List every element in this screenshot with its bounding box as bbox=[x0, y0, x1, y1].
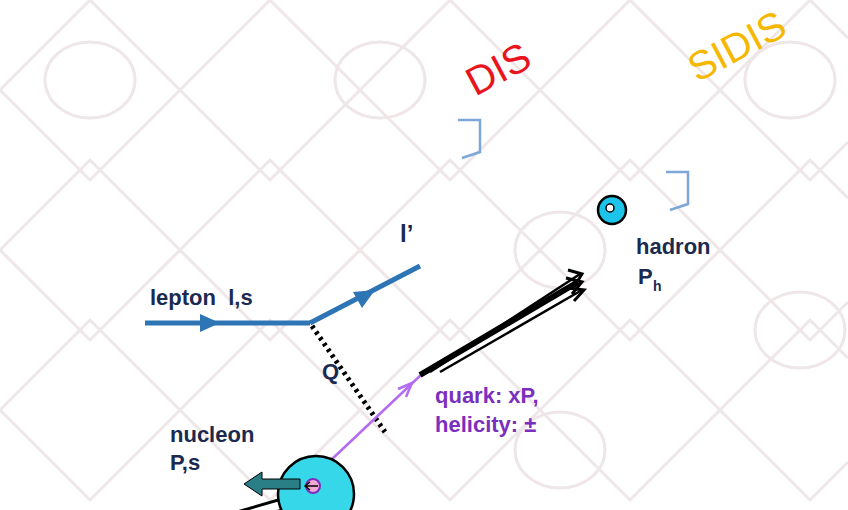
subscript: h bbox=[653, 279, 662, 293]
section-label: SIDIS bbox=[681, 4, 792, 88]
quark-spin-arrow bbox=[305, 482, 318, 490]
nucleon-spin-arrow bbox=[244, 472, 300, 496]
outgoing-lepton bbox=[310, 266, 420, 323]
virtual-photon bbox=[312, 326, 385, 432]
quark-label: helicity: ± bbox=[435, 414, 536, 436]
hadron-circle bbox=[598, 196, 626, 224]
quark-dot bbox=[306, 479, 320, 493]
lepton-label: l’ bbox=[400, 222, 413, 246]
dis-bracket bbox=[458, 120, 480, 158]
photon-label: Q bbox=[322, 361, 339, 383]
nucleon-label: P,s bbox=[170, 452, 200, 474]
lepton-arrowhead bbox=[200, 314, 220, 332]
hadron-core bbox=[606, 204, 614, 212]
quark-label: quark: xP, bbox=[435, 385, 539, 407]
sidis-bracket bbox=[666, 172, 688, 210]
section-label: DIS bbox=[459, 35, 537, 102]
lepton-label: lepton l,s bbox=[150, 287, 253, 309]
outgoing-arrowhead bbox=[353, 290, 375, 308]
quark-arrowhead bbox=[398, 383, 412, 397]
hadron-jet bbox=[420, 270, 584, 375]
incoming-lepton bbox=[145, 321, 310, 326]
hadron-label: hadron bbox=[636, 236, 711, 258]
hadron-label: P bbox=[638, 266, 653, 288]
nucleon-label: nucleon bbox=[170, 424, 254, 446]
